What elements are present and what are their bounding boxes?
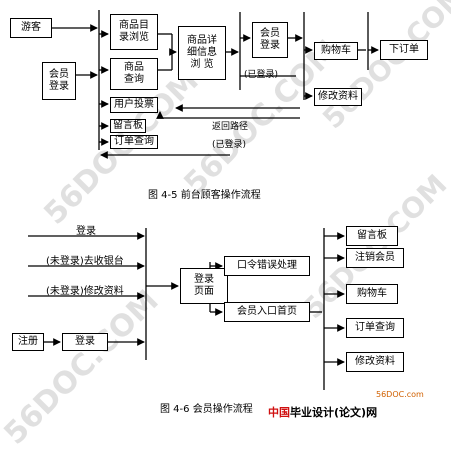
label-checkout-not-logged: (未登录)去收银台 — [46, 256, 124, 267]
node-modify-profile: 修改资料 — [314, 88, 362, 106]
watermark-url: 56DOC.com — [376, 390, 424, 399]
node-cart-2: 购物车 — [346, 284, 398, 304]
node-login-page: 登录 页面 — [180, 268, 228, 304]
node-register: 注册 — [12, 333, 44, 351]
node-message-board-2: 留言板 — [346, 226, 398, 246]
node-member-login: 会员 登录 — [42, 62, 76, 100]
node-login: 登录 — [62, 333, 108, 351]
node-logout: 注销会员 — [346, 248, 404, 268]
brand-paren: (论文) — [334, 406, 367, 419]
brand-main: 毕业设计 — [290, 406, 334, 419]
label-modify-not-logged: (未登录)修改资料 — [46, 286, 124, 297]
node-modify-profile-2: 修改资料 — [346, 352, 404, 372]
brand-prefix: 中国 — [268, 406, 290, 419]
connector-lines — [28, 10, 379, 390]
node-password-error: 口令错误处理 — [224, 256, 310, 276]
node-member-login-2: 会员 登录 — [252, 22, 288, 58]
label-logged-in: (已登录) — [244, 70, 279, 80]
label-login: 登录 — [76, 226, 96, 237]
label-logged-in-2: (已登录) — [212, 140, 247, 150]
node-order-query-2: 订单查询 — [346, 318, 404, 338]
caption-figure-4-5: 图 4-5 前台顾客操作流程 — [148, 190, 261, 201]
node-member-home: 会员入口首页 — [224, 302, 310, 322]
node-product-detail: 商品详 细信息 浏 览 — [178, 26, 226, 80]
node-message-board: 留言板 — [110, 119, 146, 133]
node-place-order: 下订单 — [380, 40, 428, 60]
brand-watermark: 中国毕业设计(论文)网 — [268, 404, 377, 420]
node-catalog-browse: 商品目 录浏览 — [110, 14, 158, 50]
node-user-vote: 用户投票 — [110, 97, 158, 113]
caption-figure-4-6: 图 4-6 会员操作流程 — [160, 404, 253, 415]
node-tourist: 游客 — [10, 18, 52, 38]
label-return-path: 返回路径 — [212, 122, 249, 132]
node-product-search: 商品 查询 — [110, 58, 158, 90]
node-order-query: 订单查询 — [110, 135, 158, 149]
node-cart: 购物车 — [314, 42, 358, 60]
brand-suffix: 网 — [366, 406, 378, 419]
